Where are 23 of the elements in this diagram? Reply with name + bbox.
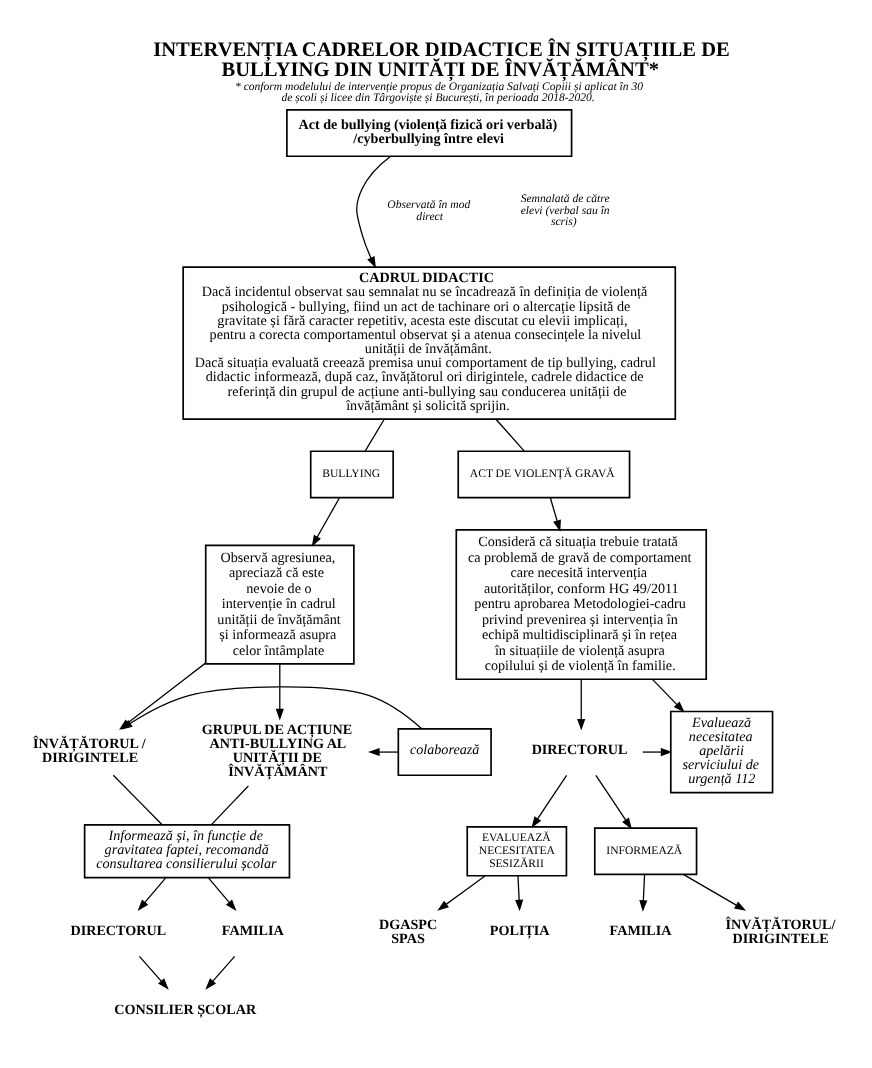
connector	[112, 773, 163, 825]
arrow	[683, 873, 747, 910]
arrow	[368, 747, 399, 756]
arrow	[137, 876, 167, 911]
arrow	[437, 874, 486, 910]
arrow	[138, 954, 169, 989]
arrow	[642, 747, 673, 756]
arrow	[356, 154, 391, 268]
arrow	[311, 496, 341, 546]
arrow	[549, 496, 561, 531]
arrow	[652, 677, 685, 712]
arrow	[577, 677, 586, 730]
arrow	[639, 873, 648, 911]
diagram-title: INTERVENȚIA CADRELOR DIDACTICE ÎN SITUAȚIILE DE BULLYING DIN UNITĂȚI DE ÎNVĂȚĂMÂNT*	[153, 38, 730, 82]
arrow	[205, 954, 236, 989]
arrow	[595, 773, 632, 829]
connector	[211, 784, 250, 824]
arrow	[515, 874, 524, 911]
arrow	[207, 876, 237, 911]
connector	[364, 417, 385, 451]
connector	[495, 417, 525, 451]
arrow	[531, 773, 568, 828]
arrow	[275, 662, 284, 720]
